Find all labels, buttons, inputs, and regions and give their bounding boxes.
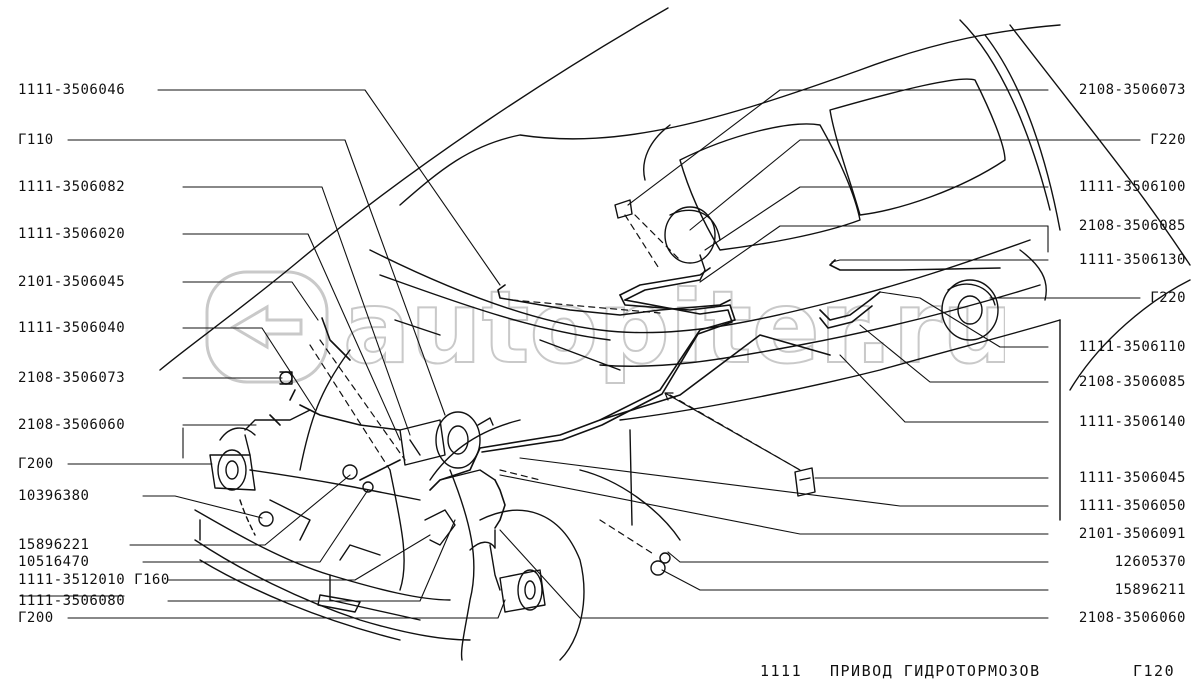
label-right-3: 1111-3506100 [1078, 179, 1186, 195]
footer-code: Г120 [1133, 662, 1176, 680]
label-right-7: 1111-3506110 [1078, 339, 1186, 355]
front-right-brake [469, 529, 546, 613]
dashed-attachments [309, 214, 801, 556]
label-left-4: 1111-3506020 [18, 226, 126, 242]
label-left-14: 1111-3506080 [18, 593, 126, 609]
label-right-1: 2108-3506073 [1078, 82, 1186, 98]
rear-right-brake [869, 279, 999, 341]
regulator-arrow [664, 392, 801, 471]
label-right-13: 12605370 [1114, 554, 1186, 570]
rear-left-brake [614, 199, 721, 281]
label-left-8: 2108-3506060 [18, 417, 126, 433]
label-left-11: 15896221 [18, 537, 90, 553]
right-leader-lines [499, 89, 1141, 619]
label-left-13: 1111-3512010 Г160 [18, 572, 170, 588]
label-left-1: 1111-3506046 [18, 82, 126, 98]
footer-model: 1111 [760, 662, 803, 680]
label-right-14: 15896211 [1114, 582, 1186, 598]
label-right-12: 2101-3506091 [1078, 526, 1186, 542]
brake-pipes [269, 259, 1001, 529]
label-right-5: 1111-3506130 [1078, 252, 1186, 268]
left-leader-lines [67, 89, 506, 619]
master-cylinder [342, 411, 496, 546]
footer-title: ПРИВОД ГИДРОТОРМОЗОВ [830, 662, 1041, 680]
label-left-2: Г110 [18, 132, 54, 148]
label-right-2: Г220 [1150, 132, 1186, 148]
label-left-3: 1111-3506082 [18, 179, 126, 195]
pressure-regulator [650, 467, 816, 576]
front-left-brake [209, 371, 311, 536]
label-left-5: 2101-3506045 [18, 274, 126, 290]
label-left-15: Г200 [18, 610, 54, 626]
label-left-9: Г200 [18, 456, 54, 472]
label-right-6: Г220 [1150, 290, 1186, 306]
label-left-6: 1111-3506040 [18, 320, 126, 336]
label-left-7: 2108-3506073 [18, 370, 126, 386]
label-right-15: 2108-3506060 [1078, 610, 1186, 626]
label-right-10: 1111-3506045 [1078, 470, 1186, 486]
label-right-4: 2108-3506085 [1078, 218, 1186, 234]
label-right-11: 1111-3506050 [1078, 498, 1186, 514]
label-left-10: 10396380 [18, 488, 90, 504]
label-right-8: 2108-3506085 [1078, 374, 1186, 390]
label-left-12: 10516470 [18, 554, 90, 570]
label-right-9: 1111-3506140 [1078, 414, 1186, 430]
